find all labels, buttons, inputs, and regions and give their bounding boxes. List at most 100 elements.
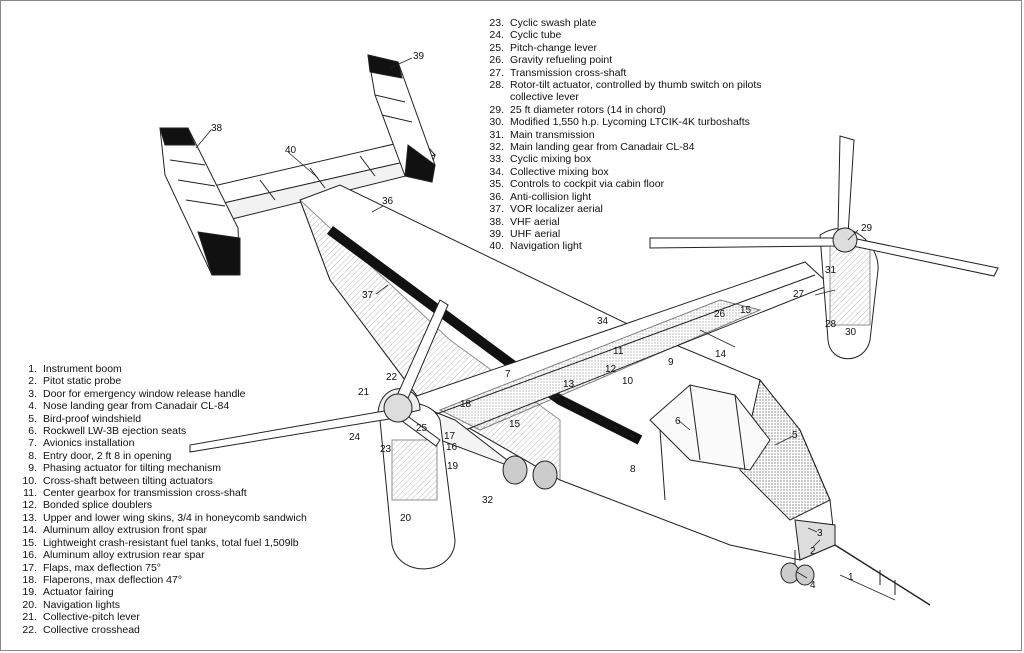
- legend-item: 14.Aluminum alloy extrusion front spar: [13, 524, 307, 536]
- legend-item-text: Aluminum alloy extrusion front spar: [43, 524, 207, 537]
- legend-item-number: 28.: [489, 79, 504, 92]
- callout-12: 12: [605, 364, 617, 375]
- callout-1: 1: [848, 572, 854, 583]
- legend-item-number: 38.: [489, 215, 504, 228]
- legend-item-text: Instrument boom: [43, 363, 122, 375]
- legend-item-number: 19.: [22, 586, 37, 599]
- legend-item: 22.Collective crosshead: [13, 624, 307, 636]
- legend-item: 1. Instrument boom: [13, 363, 307, 375]
- legend-item-number: 29.: [489, 103, 504, 116]
- legend-item: 30.Modified 1,550 h.p. Lycoming LTCIK-4K…: [480, 116, 762, 128]
- callout-16: 16: [446, 442, 458, 453]
- callout-37: 37: [362, 290, 374, 301]
- callout-17: 17: [444, 431, 456, 442]
- callout-6: 6: [675, 416, 681, 427]
- legend-item-text: Avionics installation: [43, 437, 135, 450]
- legend-item-text: Pitot static probe: [43, 375, 122, 388]
- legend-item-number: 10.: [22, 474, 37, 487]
- legend-item-number: 8.: [28, 449, 37, 462]
- callout-34: 34: [597, 316, 609, 327]
- legend-item: 2.Pitot static probe: [13, 375, 307, 387]
- callout-11: 11: [613, 346, 624, 357]
- callout-numbers: 1 2 3 4 5 6 7 8 9 10 11 12 13 14 15 15 1…: [211, 51, 873, 591]
- legend-item-number: 27.: [489, 66, 504, 79]
- legend-item-number: 18.: [22, 573, 37, 586]
- callout-31: 31: [825, 265, 837, 276]
- legend-item-text: Door for emergency window release handle: [43, 387, 246, 400]
- legend-item-number: 37.: [489, 203, 504, 216]
- callout-13: 13: [563, 379, 575, 390]
- callout-25: 25: [416, 423, 428, 434]
- legend-item-number: 32.: [489, 141, 504, 154]
- legend-item-text: Collective mixing box: [510, 165, 609, 178]
- legend-item-number: 12.: [22, 499, 37, 512]
- legend-item-text: Rotor-tilt actuator, controlled by thumb…: [510, 79, 762, 92]
- legend-item: 31.Main transmission: [480, 129, 762, 141]
- legend-item: 9.Phasing actuator for tilting mechanism: [13, 462, 307, 474]
- legend-item: 10. Cross-shaft between tilting actuators: [13, 475, 307, 487]
- callout-4: 4: [810, 580, 816, 591]
- legend-item-text: Rockwell LW-3B ejection seats: [43, 425, 187, 438]
- callout-9: 9: [668, 357, 674, 368]
- legend-item: 15.Lightweight crash-resistant fuel tank…: [13, 537, 307, 549]
- legend-item: 32.Main landing gear from Canadair CL-84: [480, 141, 762, 153]
- callout-30: 30: [845, 327, 857, 338]
- callout-36: 36: [382, 196, 394, 207]
- callout-7: 7: [505, 369, 511, 380]
- legend-item-text: Navigation lights: [43, 598, 121, 611]
- legend-item-text: Aluminum alloy extrusion rear spar: [43, 549, 205, 562]
- legend-item-number: 35.: [489, 178, 504, 191]
- callout-39: 39: [413, 51, 425, 62]
- callout-18: 18: [460, 399, 472, 410]
- legend-item-text: Cyclic swash plate: [510, 17, 597, 29]
- callout-24: 24: [349, 432, 361, 443]
- legend-item-text: Modified 1,550 h.p. Lycoming LTCIK-4K tu…: [510, 116, 750, 129]
- legend-item: 5.Bird-proof windshield: [13, 413, 307, 425]
- callout-26: 26: [714, 309, 726, 320]
- legend-item-text: Collective-pitch lever: [43, 611, 140, 624]
- legend-item-number: 1.: [28, 363, 37, 375]
- legend-item-text: Cross-shaft between tilting actuators: [43, 474, 213, 487]
- legend-item-text: Lightweight crash-resistant fuel tanks, …: [43, 536, 299, 549]
- legend-item: 33.Cyclic mixing box: [480, 153, 762, 165]
- legend-item: 18.Flaperons, max deflection 47°: [13, 574, 307, 586]
- legend-item-number: 34.: [489, 165, 504, 178]
- legend-item: 35.Controls to cockpit via cabin floor: [480, 178, 762, 190]
- legend-item-number: 31.: [489, 128, 504, 141]
- legend-item-text: Upper and lower wing skins, 3/4 in honey…: [43, 511, 307, 524]
- legend-item-text: Center gearbox for transmission cross-sh…: [43, 487, 247, 500]
- callout-40: 40: [285, 145, 297, 156]
- legend-item: 29.25 ft diameter rotors (14 in chord): [480, 104, 762, 116]
- legend-item: 6.Rockwell LW-3B ejection seats: [13, 425, 307, 437]
- callout-5: 5: [792, 430, 798, 441]
- legend-item-number: 26.: [489, 54, 504, 67]
- main-landing-gear: [502, 455, 558, 490]
- legend-item: 11.Center gearbox for transmission cross…: [13, 487, 307, 499]
- legend-item: 4.Nose landing gear from Canadair CL-84: [13, 400, 307, 412]
- legend-item-text: VOR localizer aerial: [510, 203, 603, 216]
- legend-item: 12.Bonded splice doublers: [13, 499, 307, 511]
- legend-item-text: Collective crosshead: [43, 623, 140, 636]
- legend-item-text: Cyclic tube: [510, 29, 562, 42]
- legend-item: 27.Transmission cross-shaft: [480, 67, 762, 79]
- left-rotor: [189, 299, 449, 453]
- callout-10: 10: [622, 376, 634, 387]
- legend-item: 36.Anti-collision light: [480, 191, 762, 203]
- legend-item: 13.Upper and lower wing skins, 3/4 in ho…: [13, 511, 307, 524]
- legend-item-text: Pitch-change lever: [510, 41, 597, 54]
- instrument-boom: [834, 544, 931, 606]
- legend-item-number: 16.: [22, 549, 37, 562]
- legend-item-number: 4.: [28, 400, 37, 413]
- legend-item-number: 33.: [489, 153, 504, 166]
- legend-item: 28. Rotor-tilt actuator, controlled by th…: [480, 79, 762, 92]
- callout-23: 23: [380, 444, 392, 455]
- legend-item-number: 7.: [28, 437, 37, 450]
- legend-item-text: Actuator fairing: [43, 586, 114, 599]
- leader-lines: [195, 57, 896, 601]
- legend-item: 19. Actuator fairing: [13, 586, 307, 598]
- legend-item: 39.UHF aerial: [480, 228, 762, 240]
- legend-item: 23.Cyclic swash plate: [480, 17, 762, 29]
